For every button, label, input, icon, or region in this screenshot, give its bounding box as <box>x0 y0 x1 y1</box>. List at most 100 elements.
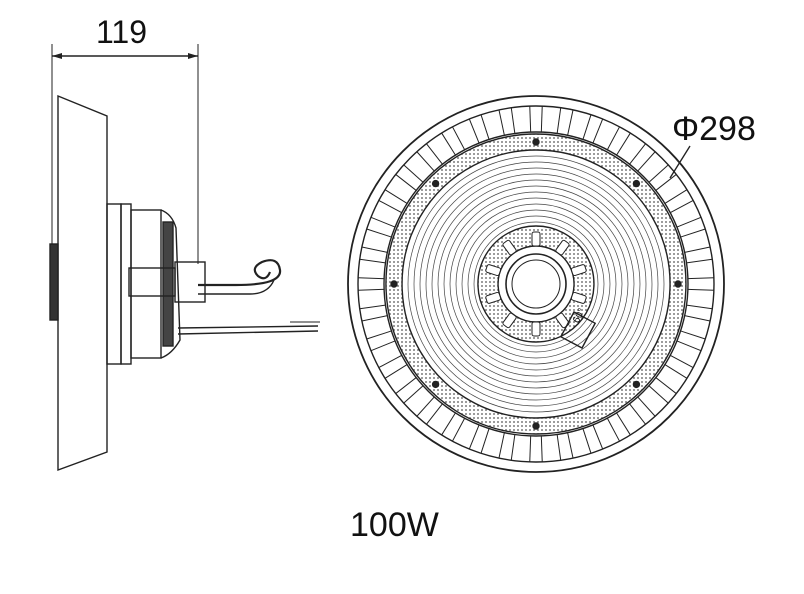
fin-spoke <box>676 340 702 352</box>
center-slot <box>555 239 570 256</box>
center-slots <box>485 231 587 337</box>
fin-spoke <box>361 315 388 322</box>
fin-spoke <box>567 109 574 136</box>
fin-spoke <box>556 107 562 134</box>
fin-spoke <box>529 106 532 133</box>
cable-lower <box>177 330 319 335</box>
fin-spoke <box>540 106 543 133</box>
screw <box>632 380 641 389</box>
mesh-band <box>385 133 687 435</box>
lens-rings <box>407 155 665 413</box>
lens-ring <box>443 191 629 377</box>
center-hole-inner <box>511 259 561 309</box>
fin-spoke <box>616 412 631 436</box>
center-slot <box>502 239 517 256</box>
fin-spoke <box>403 164 424 183</box>
lens-ring <box>407 155 665 413</box>
fin-edge <box>49 243 59 321</box>
center-slot <box>570 291 587 304</box>
housing-plate-1 <box>106 203 122 365</box>
fin-spoke <box>629 403 646 425</box>
fin-spoke <box>384 189 408 204</box>
housing-plate-3 <box>130 209 162 359</box>
fin-spoke <box>567 432 574 459</box>
center-slot <box>531 321 541 337</box>
fin-spoke <box>416 151 435 172</box>
screw <box>632 179 641 188</box>
fin-spoke <box>616 132 631 156</box>
fin-spoke <box>468 424 480 450</box>
fin-spoke <box>366 330 392 340</box>
inner-rim <box>357 105 715 463</box>
screw <box>431 380 440 389</box>
fin-spoke <box>395 377 417 394</box>
fin-spoke <box>648 385 669 404</box>
fin-spoke <box>426 403 443 425</box>
fin-spoke <box>378 354 403 368</box>
fin-spoke <box>592 118 604 144</box>
screw <box>431 179 440 188</box>
fin-spoke <box>680 228 706 238</box>
arrow-right <box>188 53 198 59</box>
fin-spoke <box>556 434 562 461</box>
fin-spoke <box>648 164 669 183</box>
fin-spoke <box>592 424 604 450</box>
fin-spoke <box>540 435 543 462</box>
center-slot <box>485 291 502 304</box>
fin-spoke <box>480 428 490 454</box>
fin-spoke <box>655 377 677 394</box>
fin-spoke <box>676 216 702 228</box>
fin-spoke <box>582 114 592 140</box>
fin-spoke <box>452 417 466 442</box>
fin-spoke <box>510 107 516 134</box>
lens-ring <box>431 179 641 389</box>
fin-spoke <box>452 126 466 151</box>
fin-ring <box>383 131 689 437</box>
lens-ring <box>461 209 611 359</box>
lens-ring <box>455 203 617 365</box>
front-view <box>347 95 725 473</box>
lens-ring <box>473 221 599 347</box>
leader-line-298 <box>669 145 691 179</box>
center-slot <box>531 231 541 247</box>
reflector-side <box>57 94 108 472</box>
fin-spoke <box>664 364 688 379</box>
fin-spoke <box>366 228 392 238</box>
power-label: 100W <box>350 506 439 544</box>
fin-spoke <box>655 174 677 191</box>
fin-spoke <box>441 412 456 436</box>
lens-ring <box>413 161 659 407</box>
fin-spoke <box>426 143 443 165</box>
fin-spoke <box>498 432 505 459</box>
screw <box>674 280 682 288</box>
lens-ring <box>467 215 605 353</box>
fin-spoke <box>359 304 386 310</box>
fin-spoke <box>480 114 490 140</box>
fin-spoke <box>395 174 417 191</box>
screw <box>390 280 398 288</box>
lens-ring <box>425 173 647 395</box>
outer-rim <box>347 95 725 473</box>
hook-icon <box>198 259 282 287</box>
fin-spoke <box>680 330 706 340</box>
screws <box>390 138 682 430</box>
fin-spoke <box>378 200 403 214</box>
fin-spoke <box>637 396 656 417</box>
screw <box>532 138 540 146</box>
fin-spoke <box>370 216 396 228</box>
fin-spoke <box>370 340 396 352</box>
fin-spoke <box>606 417 620 442</box>
fin-spoke <box>468 118 480 144</box>
fin-spoke <box>582 428 592 454</box>
fin-spoke <box>687 288 714 291</box>
screw <box>532 422 540 430</box>
lens-ring <box>449 197 623 371</box>
terminal-box <box>174 261 206 303</box>
housing-fin-dark <box>162 221 174 347</box>
fin-spoke <box>629 143 646 165</box>
fin-spoke <box>359 258 386 264</box>
fin-spoke <box>358 277 385 280</box>
center-slot <box>570 264 587 277</box>
fin-spoke <box>529 435 532 462</box>
